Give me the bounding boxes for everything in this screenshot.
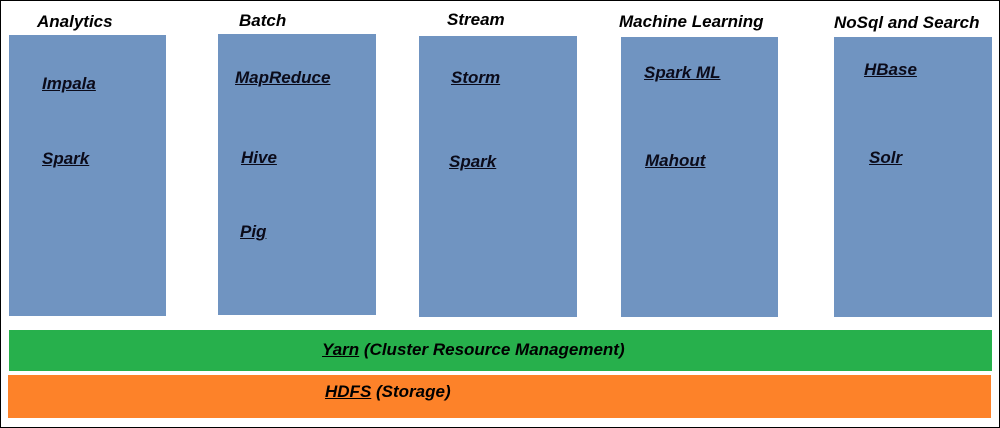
item-solr[interactable]: Solr bbox=[869, 148, 903, 167]
hdfs-link[interactable]: HDFS bbox=[325, 382, 372, 401]
item-spark-stream[interactable]: Spark bbox=[449, 152, 497, 171]
column-title-batch: Batch bbox=[239, 11, 287, 30]
hdfs-description: (Storage) bbox=[371, 382, 451, 401]
yarn-link[interactable]: Yarn bbox=[322, 340, 360, 359]
hdfs-layer-bar: HDFS (Storage) bbox=[8, 375, 991, 418]
box-batch bbox=[218, 34, 376, 315]
item-spark-ml[interactable]: Spark ML bbox=[644, 63, 721, 82]
hdfs-layer-label: HDFS (Storage) bbox=[325, 382, 451, 402]
item-pig[interactable]: Pig bbox=[240, 222, 267, 241]
item-impala[interactable]: Impala bbox=[42, 74, 96, 93]
yarn-description: (Cluster Resource Management) bbox=[359, 340, 625, 359]
item-hive[interactable]: Hive bbox=[241, 148, 277, 167]
item-mahout[interactable]: Mahout bbox=[645, 151, 706, 170]
box-analytics bbox=[9, 35, 166, 316]
item-mapreduce[interactable]: MapReduce bbox=[235, 68, 331, 87]
item-storm[interactable]: Storm bbox=[451, 68, 501, 87]
yarn-layer-label: Yarn (Cluster Resource Management) bbox=[322, 340, 625, 360]
column-title-nosql-search: NoSql and Search bbox=[834, 13, 980, 32]
column-title-analytics: Analytics bbox=[37, 12, 113, 31]
yarn-layer-bar: Yarn (Cluster Resource Management) bbox=[9, 330, 992, 371]
item-spark-analytics[interactable]: Spark bbox=[42, 149, 90, 168]
box-stream bbox=[419, 36, 577, 317]
item-hbase[interactable]: HBase bbox=[864, 60, 917, 79]
column-title-stream: Stream bbox=[447, 10, 505, 29]
box-machine-learning bbox=[621, 37, 778, 317]
column-title-machine-learning: Machine Learning bbox=[619, 12, 764, 31]
box-nosql-search bbox=[834, 37, 992, 317]
